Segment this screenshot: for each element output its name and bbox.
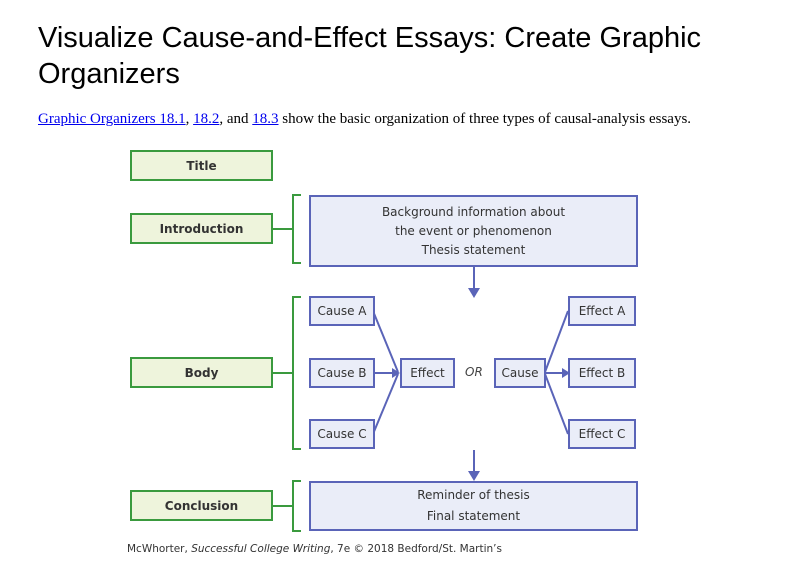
link-organizer-18-2[interactable]: 18.2: [193, 111, 220, 127]
link-organizer-18-1[interactable]: Graphic Organizers 18.1: [38, 111, 186, 127]
arrow-head-1: [468, 288, 480, 298]
cause-b-box: Cause B: [309, 358, 375, 388]
intro-paragraph: Graphic Organizers 18.1, 18.2, and 18.3 …: [38, 111, 778, 128]
arrow-to-effectB: [562, 368, 570, 378]
intro-sep-1: ,: [185, 111, 194, 127]
effect-c-box: Effect C: [568, 419, 636, 449]
conclusion-content-box: Reminder of thesis Final statement: [309, 481, 638, 531]
credit-rest: , 7e © 2018 Bedford/St. Martin’s: [330, 543, 502, 555]
causeA-effect-line: [372, 310, 399, 373]
effect-box: Effect: [400, 358, 455, 388]
intro-content-box: Background information about the event o…: [309, 195, 638, 267]
intro-sep-2: , and: [219, 111, 253, 127]
intro-line-3: Thesis statement: [421, 242, 526, 257]
conclusion-bracket: [292, 480, 301, 532]
credit-book: Successful College Writing: [191, 543, 331, 555]
section-body-box: Body: [130, 357, 273, 388]
cause-c-box: Cause C: [309, 419, 375, 449]
intro-rest: show the basic organization of three typ…: [278, 111, 692, 127]
section-introduction-box: Introduction: [130, 213, 273, 244]
effect-b-box: Effect B: [568, 358, 636, 388]
arrow-to-effect: [392, 368, 400, 378]
causeC-effect-line: [372, 373, 399, 435]
cause-box: Cause: [494, 358, 546, 388]
cause-a-box: Cause A: [309, 296, 375, 326]
link-organizer-18-3[interactable]: 18.3: [252, 111, 279, 127]
effect-a-box: Effect A: [568, 296, 636, 326]
arrow-head-2: [468, 471, 480, 481]
section-title-box: Title: [130, 150, 273, 181]
conclusion-line-2: Final statement: [426, 509, 521, 523]
or-label: OR: [465, 365, 483, 379]
intro-line-2: the event or phenomenon: [395, 223, 552, 238]
cause-effectA-line: [544, 310, 569, 373]
conclusion-line-1: Reminder of thesis: [417, 488, 530, 502]
credit-author: McWhorter,: [127, 543, 192, 555]
intro-bracket: [292, 194, 301, 264]
section-conclusion-box: Conclusion: [130, 490, 273, 521]
figure-credit: McWhorter, Successful College Writing, 7…: [127, 543, 502, 555]
body-bracket: [292, 296, 301, 450]
intro-line-1: Background information about: [381, 204, 566, 219]
cause-effectC-line: [544, 373, 569, 435]
page-title: Visualize Cause-and-Effect Essays: Creat…: [38, 22, 702, 90]
